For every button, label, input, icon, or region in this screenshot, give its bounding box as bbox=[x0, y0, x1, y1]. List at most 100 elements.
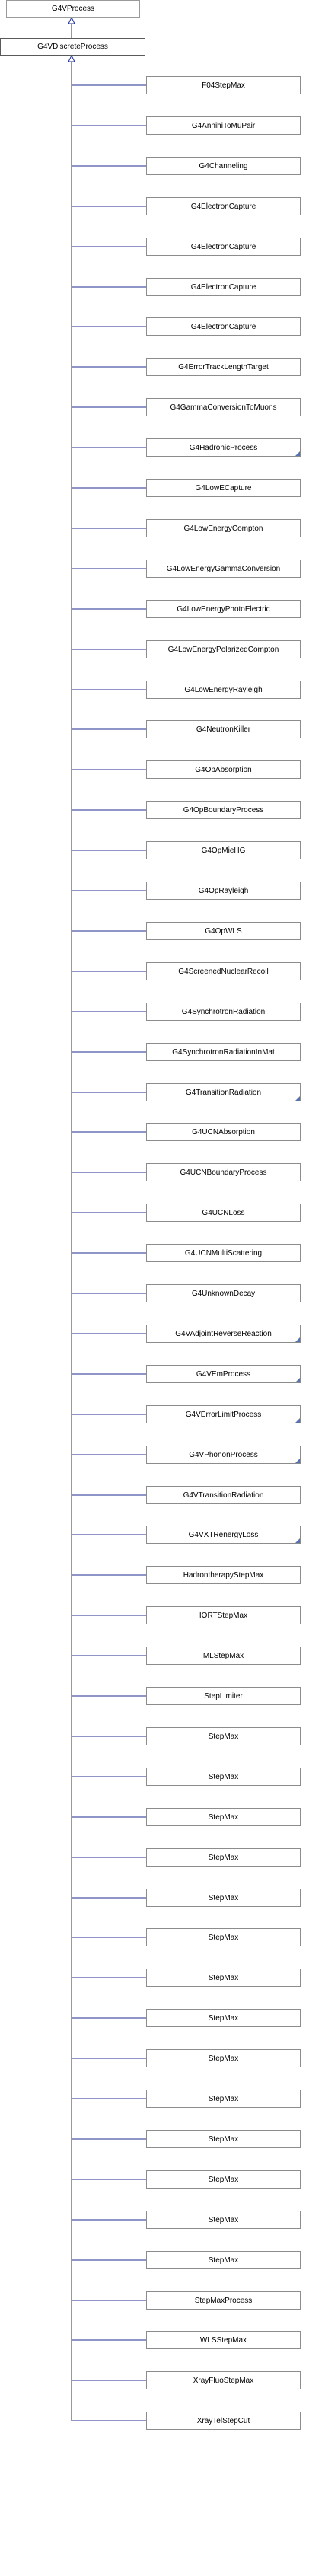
subclass-label: StepMax bbox=[208, 1933, 239, 1942]
subclass-node[interactable]: StepMax bbox=[146, 2130, 301, 2148]
subclass-node[interactable]: G4LowEnergyRayleigh bbox=[146, 681, 301, 699]
subclass-node[interactable]: StepLimiter bbox=[146, 1687, 301, 1705]
subclass-label: G4GammaConversionToMuons bbox=[170, 403, 277, 412]
subclass-label: StepMax bbox=[208, 2013, 239, 2023]
subclass-label: G4ElectronCapture bbox=[190, 242, 256, 251]
subclass-node[interactable]: G4LowEnergyPhotoElectric bbox=[146, 600, 301, 618]
subclass-node[interactable]: G4LowEnergyPolarizedCompton bbox=[146, 640, 301, 658]
subclass-node[interactable]: StepMax bbox=[146, 1727, 301, 1745]
subclass-node[interactable]: G4LowEnergyGammaConversion bbox=[146, 560, 301, 578]
subclass-label: G4VXTRenergyLoss bbox=[188, 1530, 259, 1539]
subclass-label: StepMax bbox=[208, 2256, 239, 2265]
subclass-label: StepMax bbox=[208, 1973, 239, 1982]
subclass-node[interactable]: G4ElectronCapture bbox=[146, 317, 301, 336]
subclass-node[interactable]: G4UnknownDecay bbox=[146, 1284, 301, 1302]
subclass-label: G4SynchrotronRadiation bbox=[181, 1007, 266, 1016]
current-class-node: G4VDiscreteProcess bbox=[0, 38, 145, 56]
subclass-node[interactable]: IORTStepMax bbox=[146, 1606, 301, 1624]
subclass-node[interactable]: G4ElectronCapture bbox=[146, 197, 301, 215]
subclass-node[interactable]: G4SynchrotronRadiationInMat bbox=[146, 1043, 301, 1061]
subclass-label: G4LowECapture bbox=[195, 483, 252, 493]
subclass-node[interactable]: G4AnnihiToMuPair bbox=[146, 116, 301, 135]
subclass-label: G4UCNMultiScattering bbox=[184, 1248, 263, 1258]
subclass-label: G4LowEnergyPolarizedCompton bbox=[167, 645, 279, 654]
subclass-node[interactable]: StepMax bbox=[146, 2251, 301, 2269]
subclass-node[interactable]: XrayTelStepCut bbox=[146, 2412, 301, 2430]
subclass-node[interactable]: StepMax bbox=[146, 2170, 301, 2189]
subclass-label: XrayFluoStepMax bbox=[193, 2376, 254, 2385]
subclass-node[interactable]: F04StepMax bbox=[146, 76, 301, 94]
subclass-node[interactable]: G4ScreenedNuclearRecoil bbox=[146, 962, 301, 980]
subclass-node[interactable]: G4UCNBoundaryProcess bbox=[146, 1163, 301, 1181]
subclass-node[interactable]: G4VAdjointReverseReaction bbox=[146, 1325, 301, 1343]
subclass-label: G4VTransitionRadiation bbox=[183, 1490, 264, 1500]
subclass-node[interactable]: G4OpRayleigh bbox=[146, 882, 301, 900]
subclass-node[interactable]: StepMax bbox=[146, 2090, 301, 2108]
base-class-node[interactable]: G4VProcess bbox=[6, 0, 140, 18]
subclass-label: G4OpAbsorption bbox=[195, 765, 252, 774]
subclass-node[interactable]: G4VErrorLimitProcess bbox=[146, 1405, 301, 1423]
subclass-label: G4ScreenedNuclearRecoil bbox=[178, 967, 269, 976]
subclass-node[interactable]: StepMax bbox=[146, 1808, 301, 1826]
subclass-node[interactable]: StepMaxProcess bbox=[146, 2291, 301, 2310]
subclass-node[interactable]: StepMax bbox=[146, 1928, 301, 1946]
subclass-node[interactable]: G4GammaConversionToMuons bbox=[146, 398, 301, 416]
subclass-node[interactable]: StepMax bbox=[146, 1969, 301, 1987]
subclass-node[interactable]: G4UCNAbsorption bbox=[146, 1123, 301, 1141]
subclass-label: G4ElectronCapture bbox=[190, 322, 256, 331]
subclass-node[interactable]: StepMax bbox=[146, 2211, 301, 2229]
subclass-label: StepMax bbox=[208, 2054, 239, 2063]
subclass-node[interactable]: StepMax bbox=[146, 2049, 301, 2067]
subclass-node[interactable]: G4OpBoundaryProcess bbox=[146, 801, 301, 819]
subclass-label: G4SynchrotronRadiationInMat bbox=[172, 1047, 275, 1057]
subclass-label: G4ElectronCapture bbox=[190, 202, 256, 211]
subclass-node[interactable]: G4ElectronCapture bbox=[146, 278, 301, 296]
subclass-node[interactable]: G4SynchrotronRadiation bbox=[146, 1003, 301, 1021]
subclass-node[interactable]: G4ErrorTrackLengthTarget bbox=[146, 358, 301, 376]
subclass-node[interactable]: G4LowEnergyCompton bbox=[146, 519, 301, 537]
subclass-label: G4LowEnergyGammaConversion bbox=[166, 564, 281, 573]
subclass-node[interactable]: G4OpMieHG bbox=[146, 841, 301, 859]
subclass-label: G4VAdjointReverseReaction bbox=[175, 1329, 272, 1338]
subclass-node[interactable]: StepMax bbox=[146, 2009, 301, 2027]
subclass-label: WLSStepMax bbox=[199, 2335, 247, 2345]
subclass-node[interactable]: MLStepMax bbox=[146, 1647, 301, 1665]
subclass-label: IORTStepMax bbox=[199, 1611, 248, 1620]
subclass-node[interactable]: G4NeutronKiller bbox=[146, 720, 301, 738]
subclass-node[interactable]: StepMax bbox=[146, 1889, 301, 1907]
subclass-node[interactable]: G4VTransitionRadiation bbox=[146, 1486, 301, 1504]
subclass-label: StepMax bbox=[208, 2215, 239, 2224]
subclass-node[interactable]: G4ElectronCapture bbox=[146, 238, 301, 256]
subclass-label: StepMax bbox=[208, 1772, 239, 1781]
subclass-label: G4HadronicProcess bbox=[189, 443, 258, 452]
subclass-node[interactable]: StepMax bbox=[146, 1848, 301, 1867]
subclass-node[interactable]: G4Channeling bbox=[146, 157, 301, 175]
subclass-node[interactable]: G4VEmProcess bbox=[146, 1365, 301, 1383]
subclass-label: XrayTelStepCut bbox=[196, 2416, 250, 2425]
subclass-label: G4ErrorTrackLengthTarget bbox=[178, 362, 269, 371]
subclass-label: G4VEmProcess bbox=[196, 1369, 251, 1379]
subclass-node[interactable]: G4OpAbsorption bbox=[146, 760, 301, 779]
subclass-node[interactable]: XrayFluoStepMax bbox=[146, 2371, 301, 2389]
subclass-label: G4Channeling bbox=[199, 161, 248, 171]
subclass-node[interactable]: G4LowECapture bbox=[146, 479, 301, 497]
subclass-node[interactable]: G4VPhononProcess bbox=[146, 1446, 301, 1464]
subclass-label: StepMax bbox=[208, 2094, 239, 2103]
subclass-node[interactable]: G4HadronicProcess bbox=[146, 438, 301, 457]
subclass-label: G4OpWLS bbox=[205, 926, 242, 936]
subclass-node[interactable]: StepMax bbox=[146, 1768, 301, 1786]
subclass-node[interactable]: WLSStepMax bbox=[146, 2331, 301, 2349]
subclass-node[interactable]: G4UCNLoss bbox=[146, 1204, 301, 1222]
subclass-node[interactable]: G4TransitionRadiation bbox=[146, 1083, 301, 1101]
subclass-label: G4UCNBoundaryProcess bbox=[180, 1168, 267, 1177]
subclass-label: G4OpBoundaryProcess bbox=[183, 805, 264, 815]
subclass-node[interactable]: HadrontherapyStepMax bbox=[146, 1566, 301, 1584]
subclass-label: G4UCNAbsorption bbox=[192, 1127, 255, 1137]
subclass-node[interactable]: G4OpWLS bbox=[146, 922, 301, 940]
subclass-label: G4VErrorLimitProcess bbox=[185, 1410, 262, 1419]
subclass-node[interactable]: G4UCNMultiScattering bbox=[146, 1244, 301, 1262]
subclass-label: G4UnknownDecay bbox=[191, 1289, 256, 1298]
subclass-node[interactable]: G4VXTRenergyLoss bbox=[146, 1526, 301, 1544]
